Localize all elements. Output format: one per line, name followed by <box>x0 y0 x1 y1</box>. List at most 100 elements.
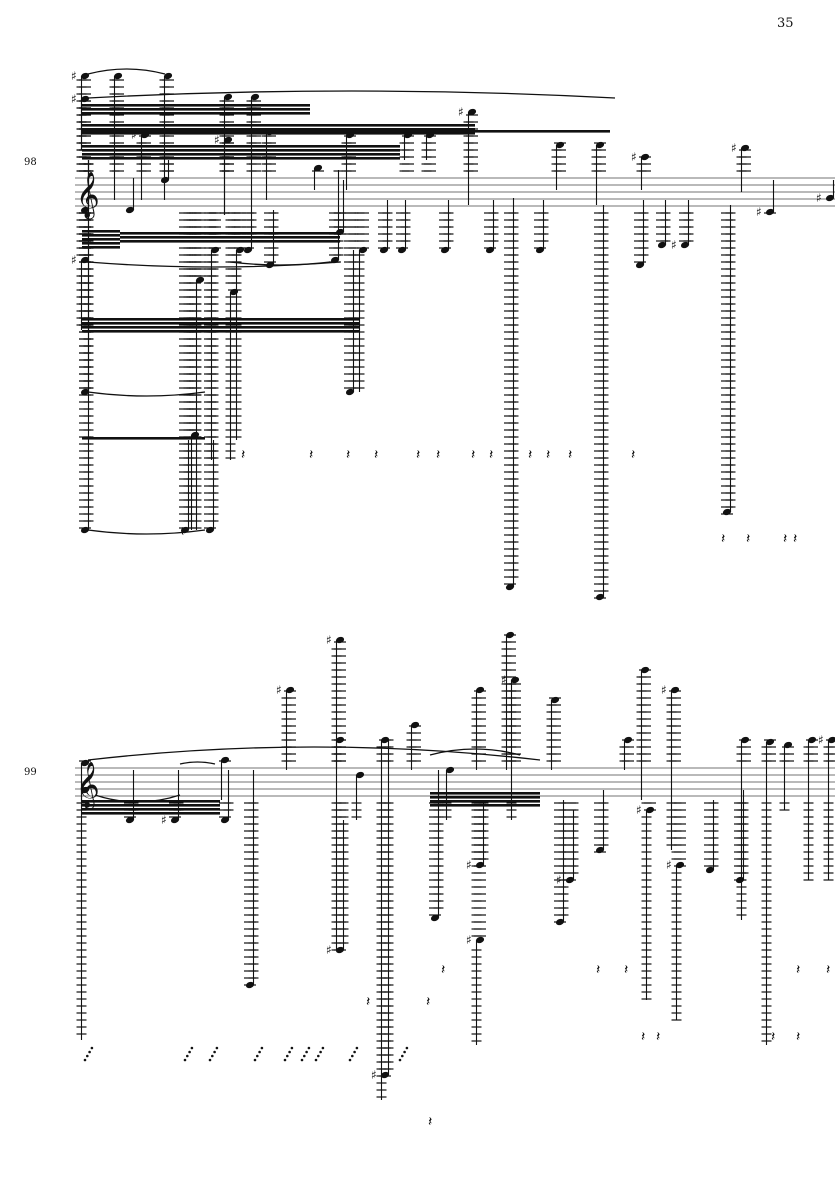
quarter-rest-icon: 𝄽 <box>416 447 420 463</box>
notehead <box>313 164 323 172</box>
beam <box>82 326 360 329</box>
notehead <box>722 508 732 516</box>
quarter-rest-icon: 𝄽 <box>366 994 370 1010</box>
treble-clef-icon: 𝄞 <box>76 172 100 220</box>
notehead <box>485 246 495 254</box>
tremolo-mark <box>90 1046 94 1050</box>
sharp-icon: ♯ <box>371 1068 377 1082</box>
notehead <box>475 861 485 869</box>
beam <box>430 800 540 803</box>
beam <box>82 130 610 133</box>
tremolo-mark <box>348 1058 352 1062</box>
notehead <box>163 72 173 80</box>
sharp-icon: ♯ <box>326 633 332 647</box>
notehead <box>675 861 685 869</box>
notehead <box>475 936 485 944</box>
notehead <box>535 246 545 254</box>
notehead <box>430 914 440 922</box>
tremolo-mark <box>208 1058 212 1062</box>
beam <box>82 104 310 107</box>
beam <box>430 792 540 795</box>
notehead <box>125 206 135 214</box>
tremolo-mark <box>403 1050 406 1054</box>
quarter-rest-icon: 𝄽 <box>528 447 532 463</box>
notehead <box>645 806 655 814</box>
beam <box>120 240 340 243</box>
quarter-rest-icon: 𝄽 <box>374 447 378 463</box>
notehead <box>380 1071 390 1079</box>
notehead <box>765 738 775 746</box>
notehead <box>80 388 90 396</box>
quarter-rest-icon: 𝄽 <box>826 962 830 978</box>
notehead <box>555 141 565 149</box>
slur <box>229 261 331 266</box>
notehead <box>235 246 245 254</box>
slur <box>429 748 521 756</box>
quarter-rest-icon: 𝄽 <box>471 447 475 463</box>
tremolo-mark <box>319 1050 322 1054</box>
tremolo-mark <box>255 1054 259 1058</box>
slur <box>87 68 166 75</box>
sharp-icon: ♯ <box>466 858 472 872</box>
notehead <box>680 241 690 249</box>
notehead <box>345 388 355 396</box>
notehead <box>223 136 233 144</box>
notehead <box>467 108 477 116</box>
tremolo-mark <box>190 1046 194 1050</box>
sharp-icon: ♯ <box>161 813 167 827</box>
tremolo-mark <box>213 1050 216 1054</box>
beam <box>82 145 400 148</box>
notehead <box>565 876 575 884</box>
sharp-icon: ♯ <box>671 238 677 252</box>
sharp-icon: ♯ <box>556 873 562 887</box>
beam <box>82 128 475 131</box>
beam <box>82 808 220 811</box>
notehead <box>635 261 645 269</box>
beam <box>82 246 120 249</box>
beam <box>82 132 475 135</box>
tremolo-mark <box>283 1058 287 1062</box>
tremolo-mark <box>307 1046 311 1050</box>
tremolo-mark <box>314 1058 318 1062</box>
notehead <box>220 756 230 764</box>
notehead <box>379 246 389 254</box>
notehead <box>640 153 650 161</box>
notehead <box>783 741 793 749</box>
quarter-rest-icon: 𝄽 <box>489 447 493 463</box>
notehead <box>827 736 835 744</box>
quarter-rest-icon: 𝄽 <box>796 962 800 978</box>
sharp-icon: ♯ <box>458 105 464 119</box>
beam <box>82 437 205 440</box>
beam <box>82 124 475 127</box>
quarter-rest-icon: 𝄽 <box>428 1114 432 1130</box>
notehead <box>355 771 365 779</box>
tremolo-mark <box>86 1054 89 1058</box>
beam <box>82 318 360 321</box>
quarter-rest-icon: 𝄽 <box>771 1029 775 1045</box>
quarter-rest-icon: 𝄽 <box>346 447 350 463</box>
notehead <box>765 208 775 216</box>
notehead <box>623 736 633 744</box>
quarter-rest-icon: 𝄽 <box>796 1029 800 1045</box>
notehead <box>80 206 90 214</box>
quarter-rest-icon: 𝄽 <box>241 447 245 463</box>
tremolo-mark <box>401 1054 404 1058</box>
quarter-rest-icon: 𝄽 <box>441 962 445 978</box>
notehead <box>358 246 368 254</box>
quarter-rest-icon: 𝄽 <box>793 531 797 547</box>
tremolo-mark <box>305 1050 308 1054</box>
sharp-icon: ♯ <box>818 733 824 747</box>
quarter-rest-icon: 𝄽 <box>181 524 185 540</box>
notehead <box>595 593 605 601</box>
notehead <box>205 526 215 534</box>
notehead <box>80 95 90 103</box>
notehead <box>335 636 345 644</box>
beam <box>82 322 360 325</box>
slur <box>87 90 616 99</box>
tremolo-mark <box>260 1046 264 1050</box>
beam <box>82 157 400 160</box>
slur <box>87 529 206 535</box>
notehead <box>80 72 90 80</box>
notehead <box>475 686 485 694</box>
beam <box>82 149 400 152</box>
